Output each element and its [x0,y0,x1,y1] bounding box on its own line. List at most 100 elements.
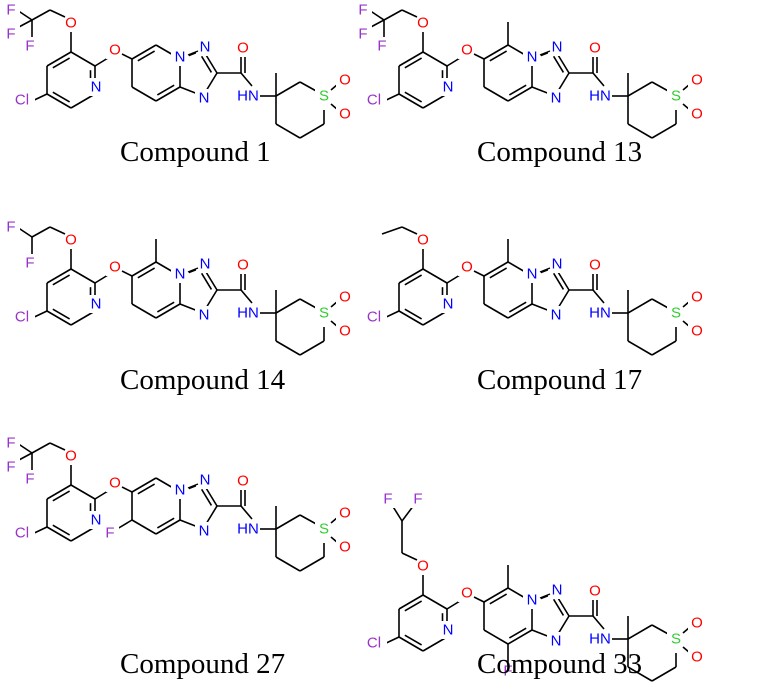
bond [31,9,51,21]
sulfonyl-oxygen: O [339,505,351,522]
triazole-nitrogen-mask [547,89,565,107]
bond [70,51,96,67]
bond-inner [552,598,565,616]
bond-inner [552,55,565,73]
chloro-atom-mask [361,308,387,326]
bridge-oxygen: O [109,475,121,492]
triazole-nitrogen: N [552,582,563,599]
amide-oxygen-mask [234,39,252,57]
bond [275,514,301,530]
chloro-atom: Cl [367,635,381,652]
compound-caption: Compound 17 [477,364,642,396]
bond-inner [489,50,508,62]
bond [592,289,605,304]
ether-oxygen-mask [414,14,432,32]
chloro-atom-mask [361,634,387,652]
sulfur-atom-mask [315,520,333,538]
amide-oxygen-mask [234,256,252,274]
sulfonyl-oxygen: O [691,289,703,306]
ether-oxygen: O [417,15,429,32]
triazole-nitrogen-mask [171,265,189,283]
bond [398,51,424,67]
bond [627,123,653,139]
fluoro-atom-mask [21,37,39,55]
bond-inner [404,91,423,103]
fluoro-atom-mask [2,218,20,236]
bond [299,556,325,572]
triazole-nitrogen-mask [523,265,541,283]
bond [121,486,133,493]
pyridine-nitrogen-mask [439,78,457,96]
bond [275,81,301,97]
bond [627,666,653,682]
fluoro-atom: F [6,219,15,236]
fluoro-atom-mask [379,490,397,508]
sulfonyl-oxygen: O [339,106,351,123]
bond [49,9,66,18]
amide-nh: HN [589,631,611,648]
ether-oxygen-mask [62,447,80,465]
bond [473,53,485,60]
chloro-atom: Cl [367,309,381,326]
bond [94,490,109,500]
bond [275,298,301,314]
bond [651,340,677,356]
pyridine-nitrogen: N [443,296,454,313]
fluoro-atom-mask [409,490,427,508]
triazole-nitrogen-mask [523,591,541,609]
pyridine-nitrogen-mask [439,295,457,313]
amide-oxygen: O [237,473,249,490]
fluoro-atom-mask [354,1,372,19]
fluoro-atom-mask [21,254,39,272]
bond [275,340,301,356]
bond [155,86,181,102]
sulfur-atom: S [319,88,329,105]
fluoro-atom-mask [2,25,20,43]
triazole-nitrogen-mask [196,255,214,273]
bond [398,93,424,109]
fluoro-atom: F [358,26,367,43]
bond [240,72,253,87]
bridge-oxygen-mask [106,41,124,59]
bridge-oxygen-mask [458,584,476,602]
ring-fluoro-atom: F [105,525,114,542]
bond [155,303,181,319]
triazole-nitrogen: N [175,49,186,66]
chloro-atom-mask [9,524,35,542]
sulfonyl-oxygen-mask [688,71,706,89]
triazole-nitrogen-mask [548,581,566,599]
bond [422,310,448,326]
bond [398,310,424,326]
sulfur-atom-mask [315,304,333,322]
fluoro-atom: F [377,38,386,55]
sulfur-atom: S [319,305,329,322]
amide-oxygen-mask [586,256,604,274]
triazole-nitrogen: N [527,266,538,283]
bond [539,50,551,56]
amide-nh-mask [587,304,613,322]
bond [422,51,448,67]
triazole-nitrogen: N [551,633,562,650]
chloro-atom-mask [9,91,35,109]
bond [398,636,424,652]
bond-inner [508,84,527,96]
bond [473,270,485,277]
sulfonyl-oxygen-mask [336,71,354,89]
sulfonyl-oxygen: O [691,323,703,340]
bond [46,268,72,284]
bond [422,268,448,284]
bond [507,629,533,645]
bond-inner [508,627,527,639]
bond [483,629,509,645]
bond [507,86,533,102]
fluoro-atom-mask [2,458,20,476]
amide-oxygen: O [589,257,601,274]
triazole-nitrogen: N [199,523,210,540]
sulfur-atom: S [671,88,681,105]
bond [592,72,605,87]
sulfonyl-oxygen: O [339,289,351,306]
fluoro-atom: F [6,459,15,476]
